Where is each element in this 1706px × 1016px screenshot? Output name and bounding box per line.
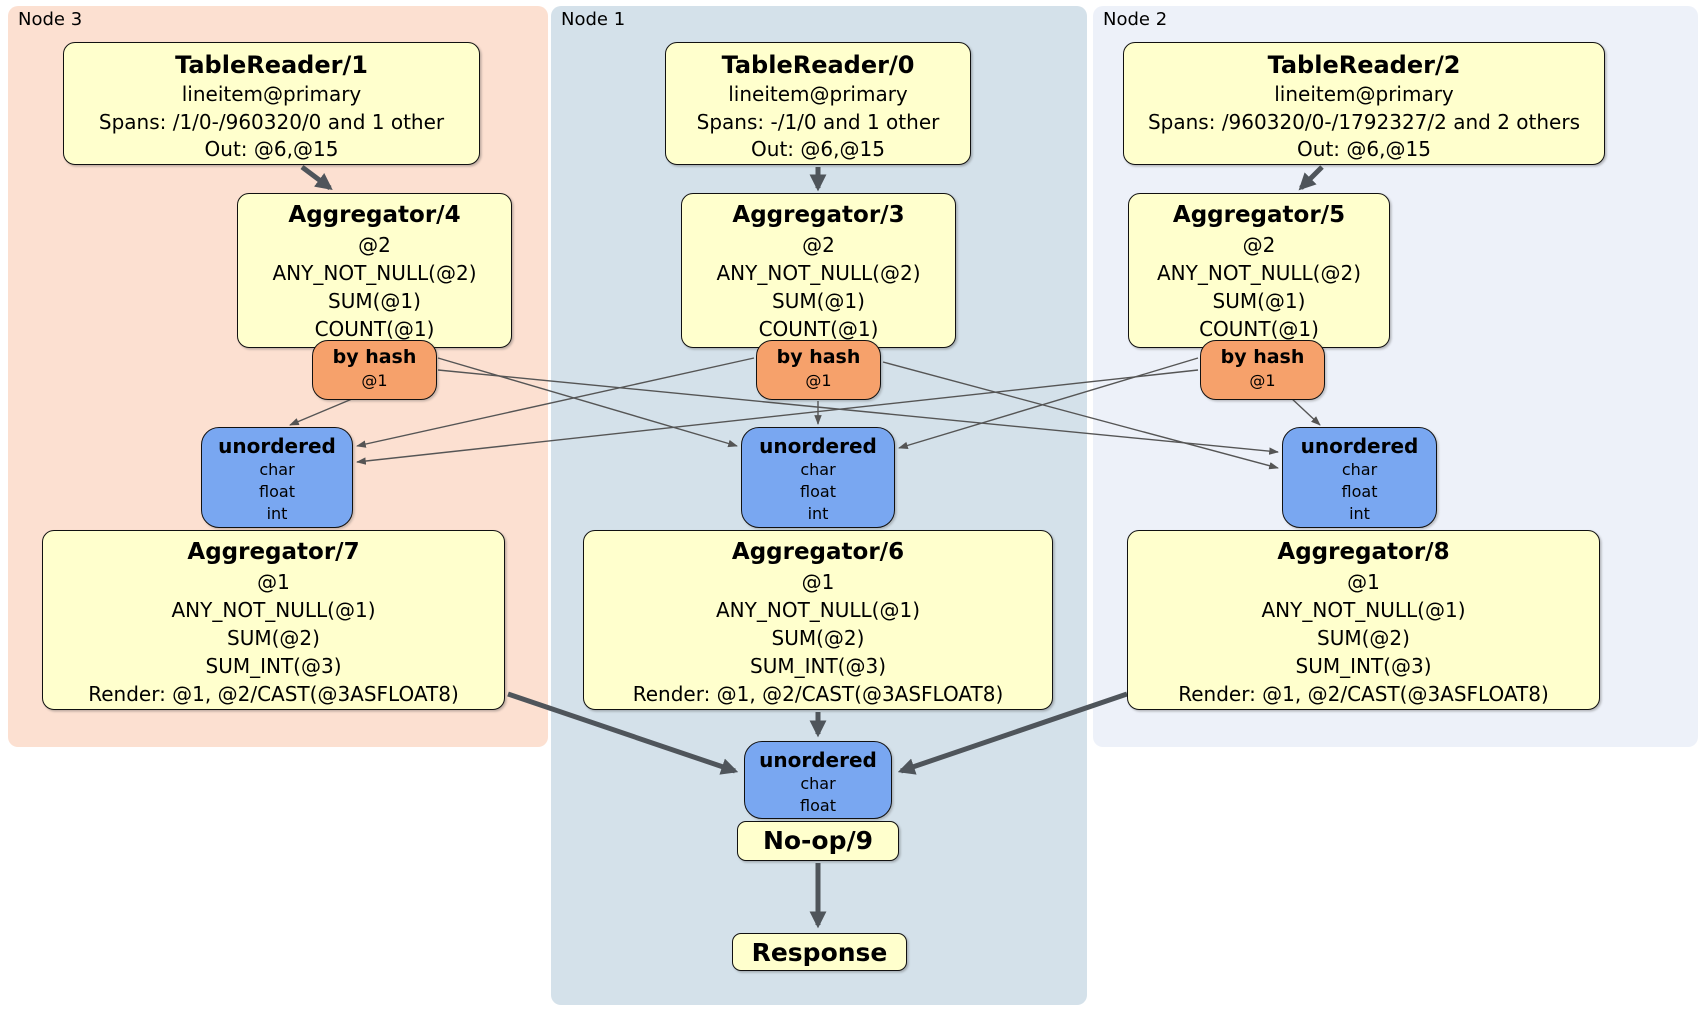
processor-aggregator-5: Aggregator/5 @2 ANY_NOT_NULL(@2) SUM(@1)… (1128, 193, 1390, 348)
box-line: Render: @1, @2/CAST(@3ASFLOAT8) (1178, 682, 1549, 706)
box-line: Spans: /1/0-/960320/0 and 1 other (98, 109, 445, 134)
box-line: SUM(@2) (227, 626, 320, 650)
router-title: by hash (1220, 346, 1305, 368)
box-title: TableReader/1 (175, 51, 368, 79)
box-line: ANY_NOT_NULL(@1) (1261, 598, 1466, 622)
box-line: SUM_INT(@3) (750, 654, 886, 678)
sync-type: float (259, 482, 295, 501)
box-title: Response (751, 938, 888, 967)
box-line: @1 (257, 570, 290, 594)
processor-aggregator-3: Aggregator/3 @2 ANY_NOT_NULL(@2) SUM(@1)… (681, 193, 956, 348)
sync-type: int (1349, 504, 1370, 523)
box-line: COUNT(@1) (1199, 317, 1319, 341)
box-line: @2 (802, 233, 835, 257)
sync-unordered-node3: unordered char float int (201, 427, 353, 528)
sync-unordered-node2: unordered char float int (1282, 427, 1437, 528)
sync-unordered-node1: unordered char float int (741, 427, 895, 528)
box-line: SUM(@2) (1317, 626, 1410, 650)
processor-noop-9: No-op/9 (737, 821, 899, 861)
box-title: Aggregator/7 (187, 539, 360, 565)
sync-type: char (259, 460, 295, 479)
box-line: SUM(@1) (1212, 289, 1306, 313)
box-title: Aggregator/8 (1277, 539, 1450, 565)
router-detail: @1 (361, 371, 388, 390)
box-line: @2 (358, 233, 391, 257)
box-line: Spans: /960320/0-/1792327/2 and 2 others (1147, 109, 1580, 134)
box-line: ANY_NOT_NULL(@2) (1157, 261, 1361, 285)
sync-title: unordered (1300, 434, 1419, 458)
box-line: ANY_NOT_NULL(@2) (272, 261, 477, 285)
processor-aggregator-8: Aggregator/8 @1 ANY_NOT_NULL(@1) SUM(@2)… (1127, 530, 1600, 710)
box-title: TableReader/0 (721, 51, 915, 79)
router-by-hash-node3: by hash @1 (312, 340, 437, 400)
processor-response: Response (732, 933, 907, 971)
box-title: Aggregator/4 (288, 202, 461, 228)
router-by-hash-node2: by hash @1 (1200, 340, 1325, 400)
processor-aggregator-6: Aggregator/6 @1 ANY_NOT_NULL(@1) SUM(@2)… (583, 530, 1053, 710)
box-line: lineitem@primary (1274, 82, 1454, 106)
box-line: SUM(@2) (771, 626, 865, 650)
node2-label: Node 2 (1103, 9, 1168, 30)
sync-type: char (1341, 460, 1378, 479)
box-title: Aggregator/5 (1172, 202, 1346, 228)
sync-title: unordered (218, 434, 336, 458)
sync-type: float (1341, 482, 1378, 501)
router-detail: @1 (1249, 371, 1276, 390)
box-title: Aggregator/6 (731, 539, 905, 565)
box-line: ANY_NOT_NULL(@1) (716, 598, 920, 622)
sync-type: float (800, 482, 836, 501)
box-line: Spans: -/1/0 and 1 other (696, 109, 940, 134)
router-title: by hash (332, 346, 417, 368)
box-line: @2 (1242, 233, 1276, 257)
box-line: lineitem@primary (181, 82, 362, 106)
box-title: Aggregator/3 (732, 202, 905, 228)
sync-type: float (800, 796, 836, 815)
sync-type: char (800, 460, 836, 479)
node1-label: Node 1 (561, 9, 626, 30)
router-detail: @1 (805, 371, 832, 390)
box-line: @1 (801, 570, 835, 594)
processor-aggregator-4: Aggregator/4 @2 ANY_NOT_NULL(@2) SUM(@1)… (237, 193, 512, 348)
processor-tablereader-0: TableReader/0 lineitem@primary Spans: -/… (665, 42, 971, 165)
node3-label: Node 3 (18, 9, 83, 30)
box-line: ANY_NOT_NULL(@2) (716, 261, 921, 285)
sync-type: char (800, 774, 836, 793)
box-line: @1 (1347, 570, 1380, 594)
sync-title: unordered (759, 748, 877, 772)
box-line: COUNT(@1) (314, 317, 435, 341)
processor-aggregator-7: Aggregator/7 @1 ANY_NOT_NULL(@1) SUM(@2)… (42, 530, 505, 710)
box-line: lineitem@primary (728, 82, 908, 106)
box-line: ANY_NOT_NULL(@1) (171, 598, 376, 622)
box-line: Out: @6,@15 (751, 137, 885, 161)
sync-type: int (266, 504, 288, 523)
box-title: No-op/9 (762, 826, 874, 855)
box-line: Out: @6,@15 (204, 137, 339, 161)
box-line: SUM_INT(@3) (1295, 654, 1432, 678)
box-title: TableReader/2 (1267, 51, 1461, 79)
processor-tablereader-2: TableReader/2 lineitem@primary Spans: /9… (1123, 42, 1605, 165)
box-line: Out: @6,@15 (1297, 137, 1431, 161)
box-line: SUM(@1) (772, 289, 865, 313)
box-line: Render: @1, @2/CAST(@3ASFLOAT8) (88, 682, 459, 706)
sync-title: unordered (759, 434, 877, 458)
box-line: Render: @1, @2/CAST(@3ASFLOAT8) (632, 682, 1004, 706)
sync-unordered-final: unordered char float (744, 741, 892, 819)
router-by-hash-node1: by hash @1 (756, 340, 881, 400)
router-title: by hash (776, 346, 861, 368)
processor-tablereader-1: TableReader/1 lineitem@primary Spans: /1… (63, 42, 480, 165)
box-line: SUM(@1) (328, 289, 421, 313)
sync-type: int (807, 504, 829, 523)
box-line: SUM_INT(@3) (205, 654, 342, 678)
box-line: COUNT(@1) (758, 317, 879, 341)
